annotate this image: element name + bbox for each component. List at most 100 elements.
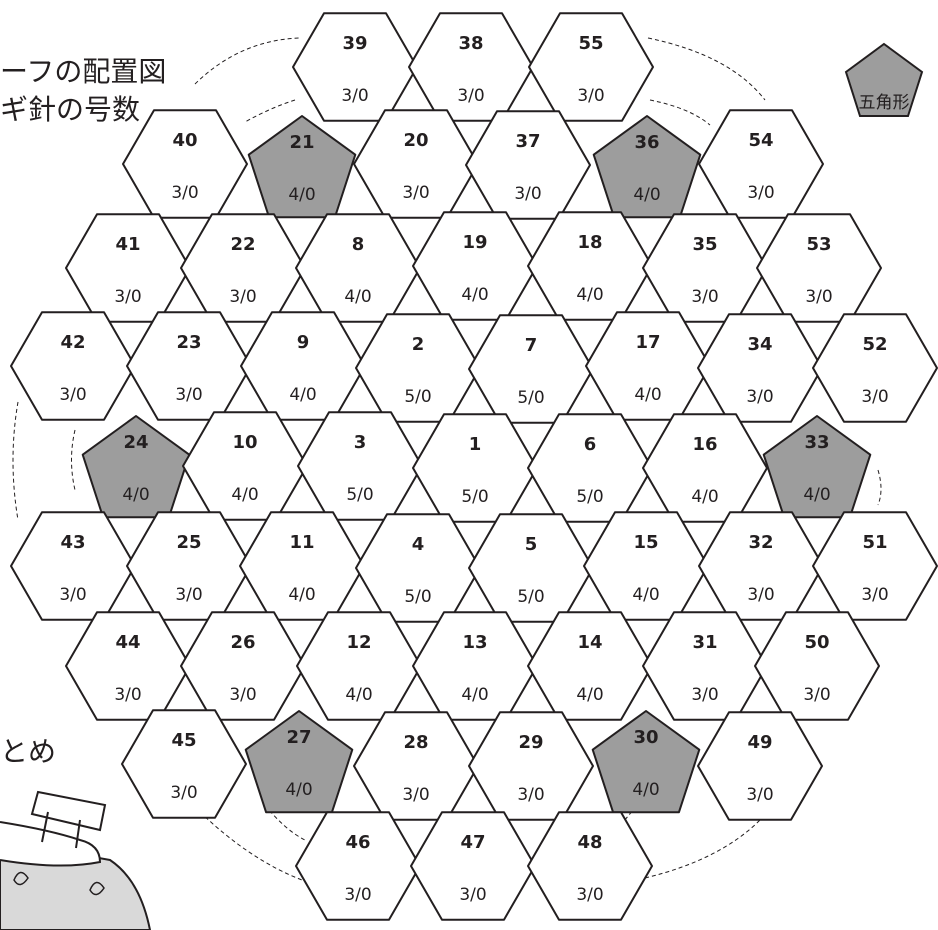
cell-number: 16 bbox=[692, 434, 717, 455]
cell-13: 134/0 bbox=[413, 612, 537, 719]
hook-size-label: 5/0 bbox=[404, 587, 431, 607]
hook-size-label: 4/0 bbox=[285, 780, 312, 800]
cell-14: 14 4/0 bbox=[528, 612, 652, 719]
cell-51: 513/0 bbox=[813, 512, 937, 619]
cell-52: 523/0 bbox=[813, 314, 937, 421]
hook-size-label: 3/0 bbox=[459, 885, 486, 905]
hook-size-label: 4/0 bbox=[461, 685, 488, 705]
cells-layer: 393/0383/0553/0403/0214/0203/0373/0364/0… bbox=[11, 13, 937, 919]
hook-size-label: 3/0 bbox=[691, 287, 718, 307]
cell-number: 24 bbox=[123, 432, 148, 453]
cell-number: 29 bbox=[518, 732, 543, 753]
hook-size-label: 4/0 bbox=[288, 585, 315, 605]
cell-41: 413/0 bbox=[66, 214, 190, 321]
cell-number: 26 bbox=[230, 632, 255, 653]
hook-size-label: 3/0 bbox=[170, 783, 197, 803]
cell-number: 32 bbox=[748, 532, 773, 553]
cell-number: 12 bbox=[346, 632, 371, 653]
cell-1: 15/0 bbox=[413, 414, 537, 521]
cell-number: 1 bbox=[469, 434, 482, 455]
cell-number: 52 bbox=[862, 334, 887, 355]
cell-number: 20 bbox=[403, 130, 428, 151]
cell-number: 22 bbox=[230, 234, 255, 255]
hook-size-label: 3/0 bbox=[229, 287, 256, 307]
hook-size-label: 4/0 bbox=[633, 185, 660, 205]
cell-29: 293/0 bbox=[469, 712, 593, 819]
cell-number: 45 bbox=[171, 730, 196, 751]
cell-44: 443/0 bbox=[66, 612, 190, 719]
cell-33: 334/0 bbox=[764, 416, 871, 517]
hook-size-label: 3/0 bbox=[691, 685, 718, 705]
hook-size-label: 3/0 bbox=[114, 685, 141, 705]
hook-size-label: 3/0 bbox=[402, 183, 429, 203]
cell-40: 403/0 bbox=[123, 110, 247, 217]
cell-46: 46 3/0 bbox=[296, 812, 420, 919]
cell-number: 30 bbox=[633, 727, 658, 748]
hook-size-label: 3/0 bbox=[344, 885, 371, 905]
hook-size-label: 3/0 bbox=[747, 183, 774, 203]
hook-size-label: 4/0 bbox=[634, 385, 661, 405]
hook-size-label: 5/0 bbox=[576, 487, 603, 507]
cell-45: 45 3/0 bbox=[122, 710, 246, 817]
hook-size-label: 3/0 bbox=[805, 287, 832, 307]
cell-34: 343/0 bbox=[698, 314, 822, 421]
cell-number: 43 bbox=[60, 532, 85, 553]
hook-size-label: 4/0 bbox=[288, 185, 315, 205]
cell-number: 28 bbox=[403, 732, 428, 753]
cell-number: 36 bbox=[634, 132, 659, 153]
hook-size-label: 3/0 bbox=[59, 585, 86, 605]
hook-size-label: 4/0 bbox=[231, 485, 258, 505]
hook-size-label: 3/0 bbox=[803, 685, 830, 705]
hook-size-label: 4/0 bbox=[344, 287, 371, 307]
cell-55: 55 3/0 bbox=[529, 13, 653, 120]
cell-number: 49 bbox=[747, 732, 772, 753]
hook-size-label: 5/0 bbox=[346, 485, 373, 505]
hook-size-label: 4/0 bbox=[576, 685, 603, 705]
hook-size-label: 3/0 bbox=[402, 785, 429, 805]
cell-number: 15 bbox=[633, 532, 658, 553]
hook-size-label: 4/0 bbox=[289, 385, 316, 405]
cell-number: 47 bbox=[460, 832, 485, 853]
cell-number: 7 bbox=[525, 335, 538, 356]
cell-37: 37 3/0 bbox=[466, 111, 590, 218]
cell-number: 55 bbox=[578, 33, 603, 54]
cell-23: 233/0 bbox=[127, 312, 251, 419]
cell-21: 214/0 bbox=[249, 116, 356, 217]
cell-number: 23 bbox=[176, 332, 201, 353]
hook-size-label: 3/0 bbox=[341, 86, 368, 106]
cell-number: 41 bbox=[115, 234, 140, 255]
hook-size-label: 3/0 bbox=[175, 585, 202, 605]
hook-size-label: 3/0 bbox=[577, 86, 604, 106]
cell-32: 323/0 bbox=[699, 512, 823, 619]
cell-number: 6 bbox=[584, 434, 597, 455]
hook-size-label: 3/0 bbox=[746, 387, 773, 407]
cell-5: 55/0 bbox=[469, 514, 593, 621]
cell-15: 154/0 bbox=[584, 512, 708, 619]
cell-number: 53 bbox=[806, 234, 831, 255]
cell-number: 14 bbox=[577, 632, 602, 653]
cell-number: 27 bbox=[286, 727, 311, 748]
hook-size-label: 4/0 bbox=[345, 685, 372, 705]
cell-number: 4 bbox=[412, 534, 425, 555]
cell-31: 313/0 bbox=[643, 612, 767, 719]
cell-number: 54 bbox=[748, 130, 773, 151]
cell-number: 17 bbox=[635, 332, 660, 353]
cell-number: 50 bbox=[804, 632, 829, 653]
cell-42: 423/0 bbox=[11, 312, 135, 419]
cell-28: 28 3/0 bbox=[354, 712, 478, 819]
hook-size-label: 3/0 bbox=[514, 184, 541, 204]
cell-12: 12 4/0 bbox=[297, 612, 421, 719]
cell-number: 33 bbox=[804, 432, 829, 453]
cell-17: 17 4/0 bbox=[586, 312, 710, 419]
hook-size-label: 5/0 bbox=[517, 388, 544, 408]
cell-11: 11 4/0 bbox=[240, 512, 364, 619]
cell-number: 2 bbox=[412, 334, 425, 355]
cell-2: 25/0 bbox=[356, 314, 480, 421]
hook-size-label: 4/0 bbox=[632, 780, 659, 800]
cell-26: 263/0 bbox=[181, 612, 305, 719]
cell-number: 37 bbox=[515, 131, 540, 152]
cell-number: 46 bbox=[345, 832, 370, 853]
cell-number: 11 bbox=[289, 532, 314, 553]
cell-number: 5 bbox=[525, 534, 538, 555]
cell-48: 483/0 bbox=[528, 812, 652, 919]
